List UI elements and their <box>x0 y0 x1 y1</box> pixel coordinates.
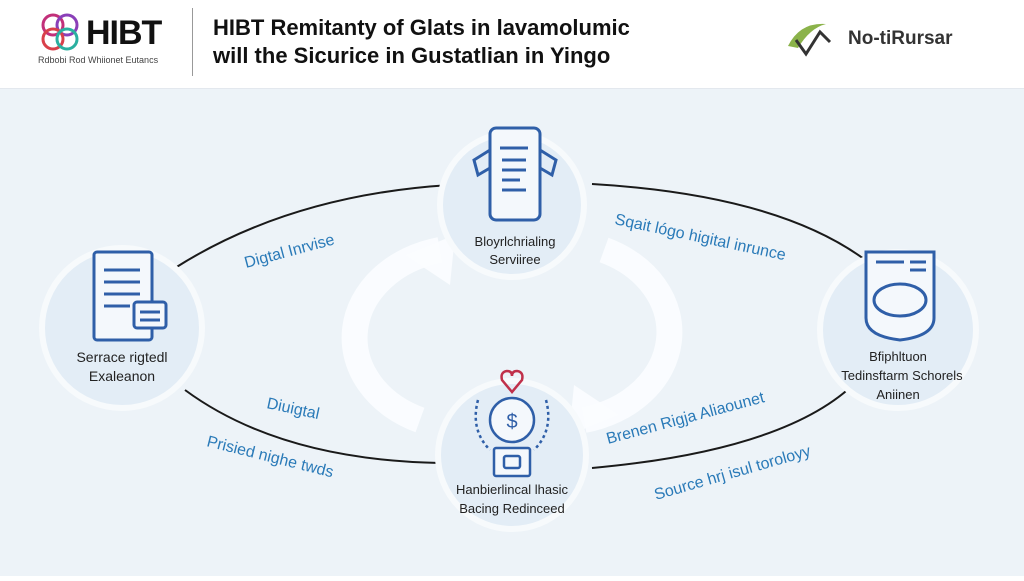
node-top-label-2: Serviiree <box>489 252 540 267</box>
header-divider <box>192 8 193 76</box>
node-bottom-label-2: Bacing Redinceed <box>459 501 565 516</box>
node-right-label-2: Tedinsftarm Schorels <box>841 368 963 383</box>
node-top[interactable]: Bloyrlchrialing Serviiree <box>437 126 587 280</box>
header: HIBT Rdbobi Rod Whiionet Eutancs HIBT Re… <box>0 0 1024 89</box>
logo-subtitle: Rdbobi Rod Whiionet Eutancs <box>38 55 159 65</box>
leaf-check-icon <box>788 23 832 57</box>
node-left[interactable]: Serrace rigtedl Exaleanon <box>39 245 205 411</box>
certificate-icon <box>864 250 936 342</box>
svg-text:$: $ <box>506 411 517 433</box>
partner-logo[interactable]: No-tiRursar <box>786 18 986 58</box>
edge-label-bottom-right-2: Source hrj isul toroloyy <box>652 443 812 504</box>
node-bottom[interactable]: $ Hanbierlincal lhasic Bacing Redinceed <box>435 369 589 532</box>
page-title: HIBT Remitanty of Glats in lavamolumic w… <box>213 14 630 70</box>
cycle-arrows-icon <box>341 237 683 433</box>
node-right[interactable]: Bfiphltuon Tedinsftarm Schorels Aniinen <box>817 249 979 411</box>
edge-label-bottom-left-1: Diuigtal <box>265 395 321 423</box>
knot-logo-icon <box>41 13 79 51</box>
cycle-diagram: Bloyrlchrialing Serviiree Serrace rigted… <box>39 126 979 532</box>
edge-label-bottom-left-2: Prisied nighe twds <box>205 433 335 481</box>
node-left-label-2: Exaleanon <box>89 368 155 384</box>
document-icon <box>92 250 168 342</box>
title-line-1: HIBT Remitanty of Glats in lavamolumic <box>213 15 630 40</box>
diagram-area: Bloyrlchrialing Serviiree Serrace rigted… <box>0 89 1024 576</box>
logo-text: HIBT <box>86 14 162 52</box>
smartphone-icon <box>472 126 558 222</box>
title-line-2: will the Sicurice in Gustatlian in Yingo <box>213 43 611 68</box>
node-bottom-label-1: Hanbierlincal lhasic <box>456 482 568 497</box>
node-right-label-3: Aniinen <box>876 387 919 402</box>
connector-lines <box>174 183 869 469</box>
money-bag-icon: $ <box>474 396 550 478</box>
node-top-label-1: Bloyrlchrialing <box>475 234 556 249</box>
hibt-logo[interactable]: HIBT Rdbobi Rod Whiionet Eutancs <box>38 10 178 70</box>
heart-icon <box>500 369 524 394</box>
node-left-label-1: Serrace rigtedl <box>76 349 167 365</box>
partner-name: No-tiRursar <box>848 28 953 49</box>
edge-label-top-left: Digtal Inrvise <box>243 231 337 271</box>
node-right-label-1: Bfiphltuon <box>869 349 927 364</box>
